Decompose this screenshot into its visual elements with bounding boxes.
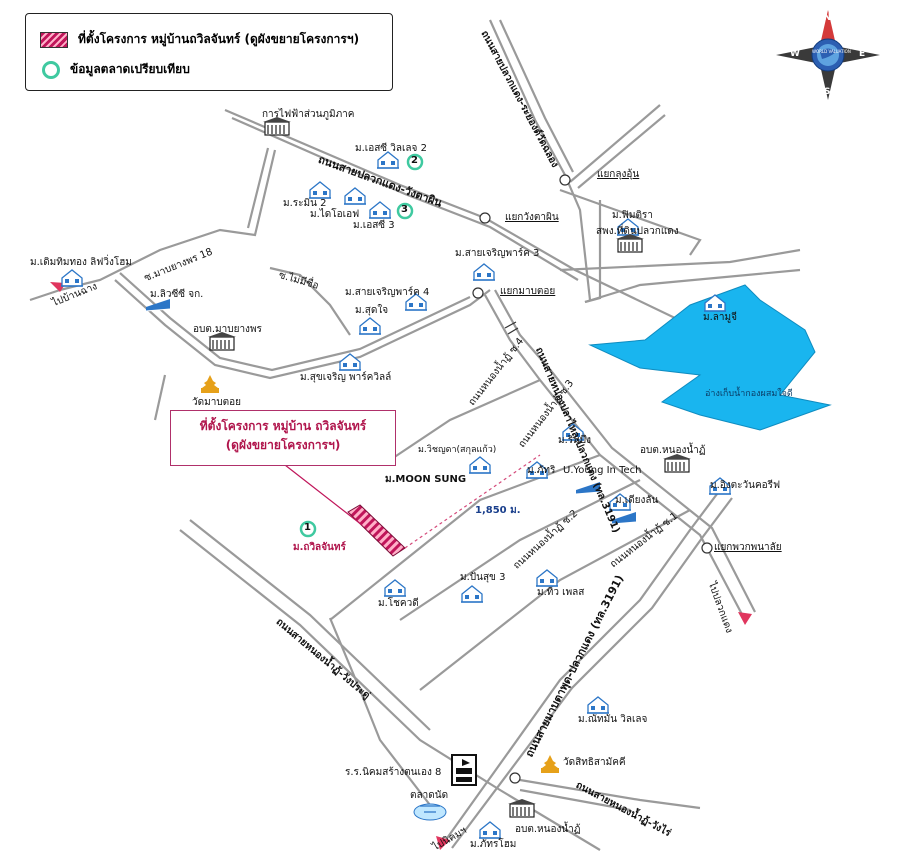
place-18: U.Young In Tech (563, 465, 642, 476)
place-15: ม.วิชญดา(สกุลแก้ว) (418, 445, 497, 455)
place-27: ม.ณัทมัน วิลเลจ (578, 714, 648, 725)
place-16: ม.ริมบึง (558, 435, 591, 446)
place-30: วัดสิทธิสามัคคี (563, 757, 626, 768)
junction-3: แยกพวกพนาลัย (714, 542, 782, 553)
legend-project-label: ที่ตั้งโครงการ หมู่บ้านถวิลจันทร์ (ดูผัง… (78, 32, 360, 46)
place-14: ม.ลามูจี (703, 312, 737, 323)
legend-market-label: ข้อมูลตลาดเปรียบเทียบ (70, 62, 190, 76)
compass-n: N (823, 12, 832, 23)
place-0: การไฟฟ้าส่วนภูมิภาค (262, 109, 355, 120)
map-legend: ที่ตั้งโครงการ หมู่บ้านถวิลจันทร์ (ดูผัง… (25, 13, 393, 91)
place-1: ม.ระมิน 2 (283, 198, 327, 209)
compass-e: E (859, 49, 866, 59)
junction-1: แยกวังตาผิน (505, 212, 559, 223)
callout-line2: (ดูผังขยายโครงการฯ) (225, 438, 341, 452)
legend-circle-swatch (42, 60, 60, 79)
legend-project-row: ที่ตั้งโครงการ หมู่บ้านถวิลจันทร์ (ดูผัง… (40, 30, 359, 49)
place-13: สพง.ที่ดินปลวกแดง (596, 226, 679, 237)
callout-line1: ที่ตั้งโครงการ หมู่บ้าน ถวิลจันทร์ (199, 419, 367, 433)
place-9: ม.สุขเจริญ พาร์ควิลล์ (300, 372, 392, 383)
place-12: ม.ฟิมติรา (612, 210, 653, 221)
market-icon (413, 803, 447, 821)
compass-ring-text: WORLD VALUATION (812, 49, 851, 54)
comparable-1-name: ม.ถวิลจันทร์ (293, 542, 346, 553)
place-11: ม.สายเจริญพาร์ค 3 (455, 248, 540, 259)
place-17: ม.ภัทริ (527, 465, 556, 476)
compass-rose (776, 10, 880, 100)
compass-s: S (824, 87, 831, 97)
place-25: ม.ทิว เพลส (537, 587, 585, 598)
place-19: อบต.หนองน้ำฏ้ (640, 445, 706, 456)
legend-market-row: ข้อมูลตลาดเปรียบเทียบ (40, 60, 190, 79)
place-5: ม.ลิวซีซี จก. (150, 289, 204, 300)
junction-markers (472, 174, 713, 784)
compass-w: W (790, 49, 800, 59)
place-29: ตลาดนัด (410, 790, 449, 801)
place-3: ม.เดิมทิมทอง ลิฟวิ่งโฮม (30, 257, 132, 268)
bridge-marker (504, 321, 519, 335)
place-7: วัดมาบตอย (192, 397, 242, 408)
comparable-2-name: ม.เอสซี วิลเลจ 2 (355, 143, 427, 154)
place-23: ม.ปันสุข 3 (460, 572, 506, 583)
place-31: อบต.หนองน้ำฏ้ (515, 824, 581, 835)
place-32: ม.ภัทรโฮม (470, 839, 517, 850)
place-6: อบต.มาบยางพร (193, 324, 262, 335)
place-22: ม.เดียงลัน (615, 495, 659, 506)
junction-2: แยกมาบตอย (500, 286, 556, 297)
place-10: ม.สายเจริญพาร์ค 4 (345, 287, 430, 298)
reservoir-label: อ่างเก็บน้ำกองผสมใจดี (705, 389, 793, 399)
reservoir-shape (588, 284, 832, 431)
comparable-1-num: 1 (304, 522, 311, 533)
place-2: ม.ไดโอเอฟ (310, 209, 360, 220)
callout-leader (284, 464, 363, 526)
school-icon (451, 754, 477, 786)
distance-label: 1,850 ม. (475, 505, 521, 516)
junction-0: แยกลุงอุ้น (597, 169, 640, 180)
legend-hatch-swatch (40, 31, 68, 48)
comparable-rings (299, 153, 424, 538)
place-24: ม.โชควดี (378, 598, 419, 609)
place-20: ม.อิงตะวันคอรีฟ (710, 480, 781, 491)
place-28: ร.ร.นิคมสร้างตนเอง 8 (345, 767, 442, 778)
comparable-3-num: 3 (401, 204, 408, 215)
comparable-3-name: ม.เอสซี 3 (353, 220, 395, 231)
project-callout: ที่ตั้งโครงการ หมู่บ้าน ถวิลจันทร์ (ดูผั… (170, 410, 396, 466)
place-8: ม.สุดใจ (355, 305, 389, 316)
road-network (29, 19, 801, 851)
project-site (347, 504, 406, 557)
comparable-2-num: 2 (411, 155, 418, 166)
place-21: ม.MOON SUNG (385, 474, 467, 485)
